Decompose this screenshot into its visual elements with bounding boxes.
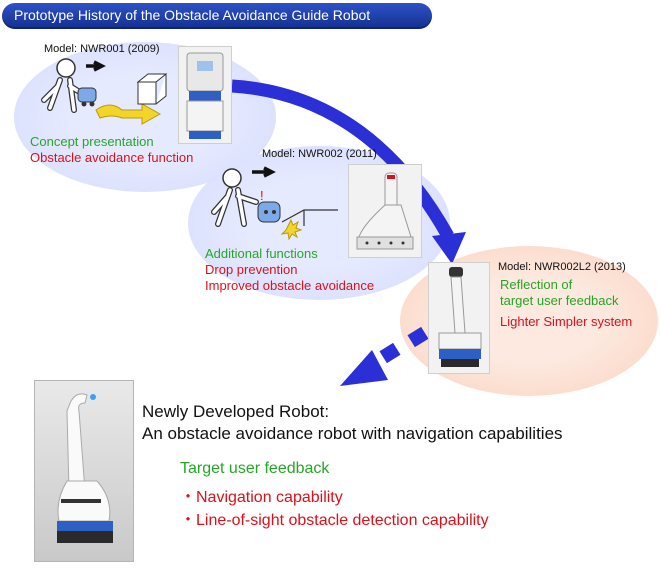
arrow-right-icon	[86, 60, 106, 72]
obstacle-box-icon	[136, 73, 168, 105]
new-robot-heading: Newly Developed Robot:	[142, 402, 330, 421]
stage2-line3: Improved obstacle avoidance	[205, 278, 375, 293]
new-robot-feedback: Target user feedback	[180, 460, 330, 477]
dash-arrow-head	[340, 350, 388, 386]
robot-nwr002-photo	[348, 164, 422, 258]
new-robot-feature-2: ・Line-of-sight obstacle detection capabi…	[180, 512, 489, 529]
arrow-right-icon	[252, 166, 276, 178]
title-banner	[2, 3, 432, 29]
robot-nwr001-photo	[178, 46, 232, 144]
flow-arrow-head	[432, 232, 466, 264]
page-title: Prototype History of the Obstacle Avoida…	[14, 7, 371, 23]
robot-icon	[257, 201, 281, 223]
stage1-model: Model: NWR001 (2009)	[44, 43, 160, 55]
stage3-line2: target user feedback	[500, 293, 619, 308]
stage3-model: Model: NWR002L2 (2013)	[498, 261, 626, 273]
stage2-model: Model: NWR002 (2011)	[262, 148, 377, 160]
path-arrow-icon	[95, 103, 162, 125]
dash-segment	[379, 342, 401, 364]
new-robot-feature-1: ・Navigation capability	[180, 489, 343, 506]
stage3-line1: Reflection of	[500, 277, 573, 292]
dash-segment	[407, 326, 429, 348]
stage1-line2: Obstacle avoidance function	[30, 150, 194, 165]
flow-arrow-curve	[231, 79, 454, 240]
stage2-illustration: !	[211, 166, 338, 240]
collision-burst-icon	[280, 218, 303, 240]
robot-nwr002l2-photo	[428, 262, 490, 374]
stage1-illustration	[41, 58, 168, 125]
warning-exclamation-icon: !	[260, 188, 264, 203]
stage3-line3: Lighter Simpler system	[500, 314, 633, 329]
person-icon	[56, 58, 76, 78]
new-robot-description: An obstacle avoidance robot with navigat…	[142, 424, 563, 443]
person-icon	[222, 168, 242, 188]
stage2-line2: Drop prevention	[205, 262, 298, 277]
robot-icon	[77, 87, 97, 103]
stage1-line1: Concept presentation	[30, 134, 154, 149]
new-robot-photo	[34, 380, 134, 562]
stage2-line1: Additional functions	[205, 246, 318, 261]
table-edge-icon	[281, 209, 338, 226]
